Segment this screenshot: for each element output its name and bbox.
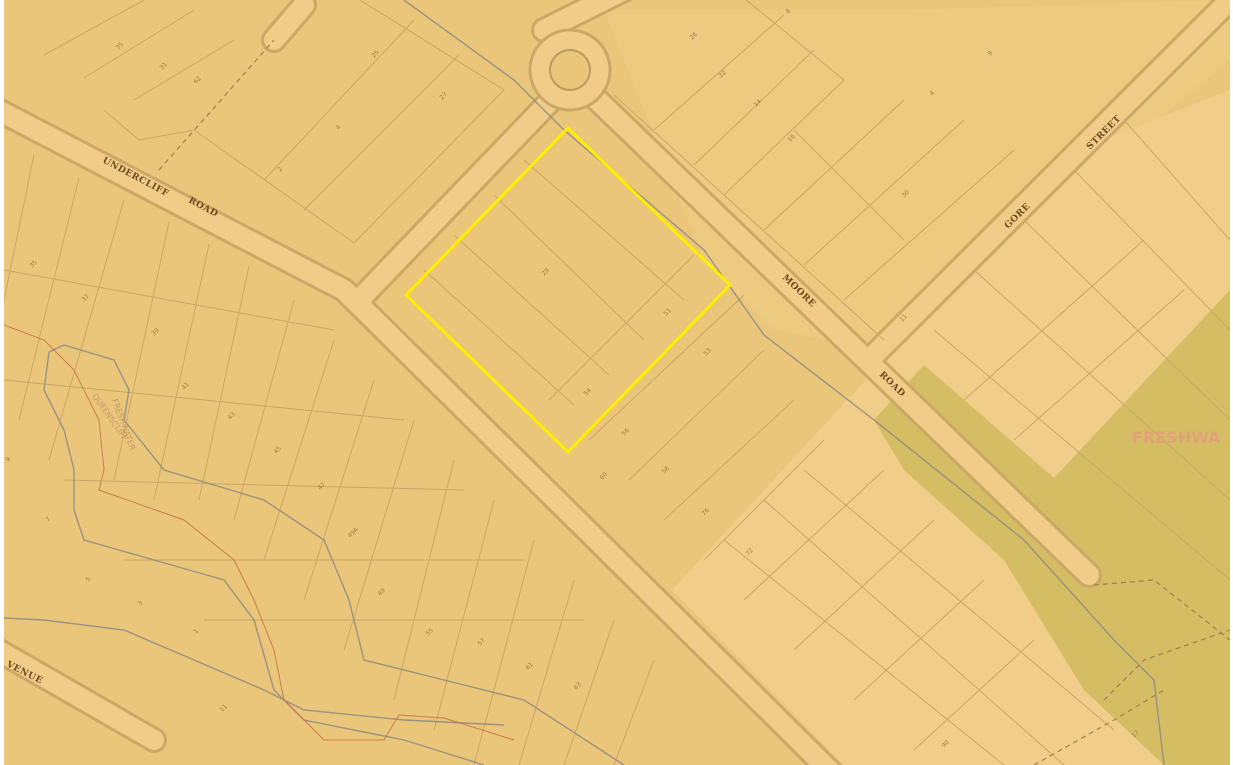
lot-number: 55 <box>424 627 434 637</box>
lot-numbers: 26 22 14 16 30 8 4 9 25 27 4 2 35 62 31 … <box>4 8 1140 750</box>
lot-number: 29 <box>540 267 550 277</box>
lot-number: 7 <box>44 516 52 524</box>
lot-number: 76 <box>700 507 710 517</box>
lot-number: 35 <box>114 41 124 51</box>
lot-number: 14 <box>752 98 762 108</box>
lot-number: 63 <box>572 681 582 691</box>
map-canvas[interactable]: UNDERCLIFF ROAD MOORE ROAD GORE STREET V… <box>4 0 1230 765</box>
lot-number: 43 <box>226 411 236 421</box>
lot-number: 4 <box>928 90 936 98</box>
selected-parcel-outline[interactable] <box>403 125 733 455</box>
lot-number: 90 <box>940 739 950 749</box>
lot-number: 35 <box>28 259 38 269</box>
lot-number: 31 <box>158 61 168 71</box>
lot-number: 3 <box>136 600 144 608</box>
lot-number: 56 <box>620 427 630 437</box>
lot-number: 49 <box>376 587 386 597</box>
lot-number: 61 <box>524 661 534 671</box>
lot-number: 9 <box>4 456 12 464</box>
lot-number: 4 <box>334 124 342 132</box>
lot-number: 16 <box>786 133 796 143</box>
lot-number: 17 <box>1130 729 1140 739</box>
lot-number: 62 <box>192 75 202 85</box>
lot-number: 47 <box>316 481 326 491</box>
map-viewport[interactable]: UNDERCLIFF ROAD MOORE ROAD GORE STREET V… <box>4 0 1230 765</box>
lot-number: 25 <box>370 49 380 59</box>
lot-number: 30 <box>900 189 910 199</box>
lot-number: 39 <box>150 327 160 337</box>
lot-number: 37 <box>80 293 90 303</box>
roundabout <box>528 28 612 112</box>
orange-boundaries <box>4 324 515 741</box>
lot-number: 5 <box>84 576 92 584</box>
lot-number: 57 <box>476 637 486 647</box>
lot-number: 9 <box>986 50 994 58</box>
lot-number: 1 <box>192 628 200 636</box>
cadastre-lines <box>4 0 1230 765</box>
place-label-freshwater: FRESHWA <box>1132 428 1221 447</box>
lot-number: 26 <box>688 31 698 41</box>
lot-number: 72 <box>744 547 754 557</box>
lot-number: 58 <box>660 465 670 475</box>
lot-number: 2 <box>276 166 284 174</box>
lot-number: 53 <box>702 347 712 357</box>
dashed-boundaries <box>158 39 1230 765</box>
lot-number: 51 <box>662 307 672 317</box>
road-network <box>4 0 1230 765</box>
lot-number: 11 <box>218 703 228 713</box>
lot-number: 27 <box>438 91 448 101</box>
lot-number: 41 <box>180 381 190 391</box>
lot-number: 54 <box>582 387 592 397</box>
lot-number: 8 <box>784 8 792 16</box>
lot-number: 45 <box>272 445 282 455</box>
lot-number: 22 <box>717 69 727 79</box>
lot-number: 60 <box>598 471 608 481</box>
lot-number: 11 <box>898 313 908 323</box>
